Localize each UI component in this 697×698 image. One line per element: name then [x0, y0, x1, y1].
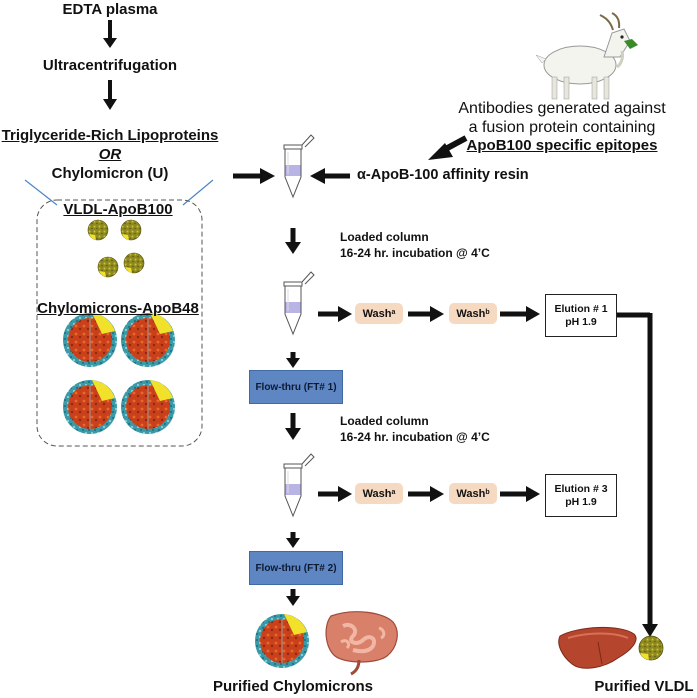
arrow-ft2-to-chylomicrons	[286, 589, 300, 606]
vldl-particles	[87, 219, 145, 278]
purified-vldl-label: Purified VLDL	[594, 678, 694, 695]
elution3-box: Elution # 3 pH 1.9	[545, 474, 617, 517]
arrow-antibody-to-resin	[428, 135, 468, 160]
chylomicron-u-label: Chylomicron (U)	[51, 165, 169, 182]
flowthru2-box: Flow-thru (FT# 2)	[249, 551, 343, 585]
arrow-wash-b-to-elution-row1	[500, 306, 540, 322]
elution1-box: Elution # 1 pH 1.9	[545, 294, 617, 337]
tube-icon	[283, 134, 315, 198]
vldl-particle-icon	[120, 219, 142, 241]
arrow-ultracentrifugation-to-trl	[103, 80, 117, 110]
chylomicron-particle-icon	[62, 312, 118, 368]
incubation1-line1: Loaded column	[340, 230, 429, 244]
incubation2-line1: Loaded column	[340, 414, 429, 428]
resin-label: α-ApoB-100 affinity resin	[357, 167, 529, 183]
tube-icon	[283, 453, 315, 517]
antibody-line3: ApoB100 specific epitopes	[466, 137, 658, 154]
arrow-wash-a-to-wash-b-row1	[408, 306, 444, 322]
chylomicron-particle-icon	[120, 312, 176, 368]
arrow-elution1-to-vldl	[617, 312, 658, 637]
incubation2-line2: 16-24 hr. incubation @ 4’C	[340, 430, 490, 444]
arrow-wash-a-to-wash-b-row2	[408, 486, 444, 502]
chylomicrons-apob48-label: Chylomicrons-ApoB48	[37, 300, 199, 317]
liver-icon	[558, 626, 637, 669]
arrow-tube2-to-wash-a	[318, 306, 352, 322]
purified-chylomicrons-label: Purified Chylomicrons	[212, 678, 374, 695]
arrow-plasma-to-ultracentrifugation	[103, 20, 117, 48]
chylomicron-particles	[62, 312, 176, 435]
vldl-particle-icon	[87, 219, 109, 241]
arrow-tube1-down	[285, 228, 301, 254]
particle-enclosure	[36, 199, 203, 447]
arrow-ft1-to-tube3	[285, 413, 301, 440]
arrow-wash-b-to-elution-row2	[500, 486, 540, 502]
arrow-tube3-to-ft2	[286, 532, 300, 548]
chylomicron-particle-icon	[254, 613, 310, 669]
intestine-icon	[325, 611, 398, 676]
arrow-resin-to-column	[310, 168, 350, 184]
arrow-tube3-to-wash-a	[318, 486, 352, 502]
antibody-line1: Antibodies generated against	[458, 100, 666, 117]
vldl-particle-icon	[97, 256, 119, 278]
vldl-particle-icon	[123, 252, 145, 274]
trl-label: Triglyceride-Rich Lipoproteins	[1, 127, 219, 144]
step-ultracentrifugation: Ultracentrifugation	[42, 57, 178, 74]
antibody-line2: a fusion protein containing	[468, 119, 656, 136]
incubation1-line2: 16-24 hr. incubation @ 4’C	[340, 246, 490, 260]
chylomicron-particle-icon	[120, 379, 176, 435]
vldl-particle-icon	[638, 635, 664, 661]
vldl-apob100-label: VLDL-ApoB100	[63, 201, 173, 218]
funnel-line-left	[24, 179, 58, 206]
goat-icon	[535, 12, 638, 100]
flowthru1-box: Flow-thru (FT# 1)	[249, 370, 343, 404]
chylomicron-particle-icon	[62, 379, 118, 435]
step-edta-plasma: EDTA plasma	[62, 1, 158, 18]
arrow-sample-to-column	[233, 168, 275, 184]
or-label: OR	[98, 146, 122, 163]
tube-icon	[283, 271, 315, 335]
arrow-tube2-to-ft1	[286, 352, 300, 368]
